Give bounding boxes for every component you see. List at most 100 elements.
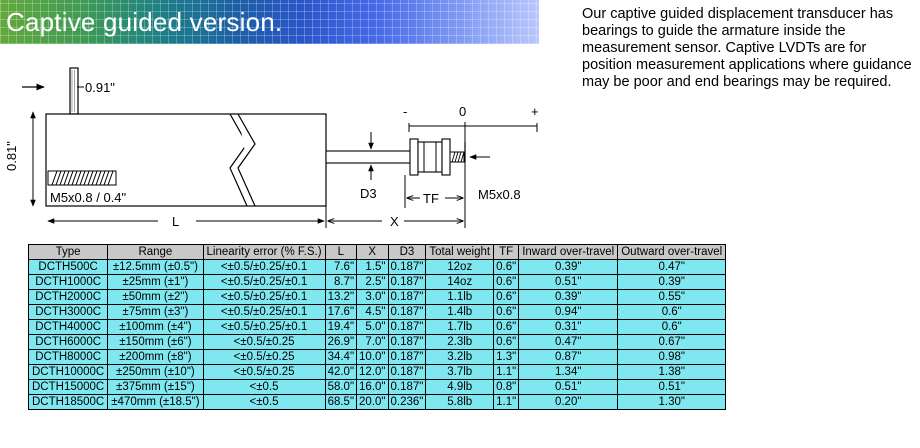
spec-table: Type Range Linearity error (% F.S.) L X … [27,244,727,410]
cell-linearity: <±0.5/±0.25 [202,349,326,365]
cell-linearity: <±0.5/±0.25/±0.1 [202,274,326,290]
cell-tf: 0.8" [493,379,520,395]
cell-l: 34.4" [324,349,358,365]
top-stub [69,67,79,115]
cell-range: ±150mm (±6") [107,334,204,350]
header-tf: TF [493,244,520,260]
cell-l: 58.0" [324,379,358,395]
cell-inward: 0.31" [518,319,619,335]
cell-weight: 3.7lb [425,364,495,380]
cell-l: 42.0" [324,364,358,380]
cell-d3: 0.187" [387,289,427,305]
description-text: Our captive guided displacement transduc… [582,6,912,90]
header-l: L [324,244,358,260]
cell-tf: 0.6" [493,319,520,335]
cell-l: 17.6" [324,304,358,320]
cell-weight: 14oz [425,274,495,290]
cell-outward: 0.98" [617,349,727,365]
cell-outward: 0.55" [617,289,727,305]
cell-l: 68.5" [324,394,358,410]
bearing-flange [409,138,419,176]
cell-tf: 0.6" [493,259,520,275]
d3-label: D3 [360,186,377,201]
cell-l: 13.2" [324,289,358,305]
table-row: DCTH3000C ±75mm (±3") <±0.5/±0.25/±0.1 1… [27,304,727,320]
cell-weight: 5.8lb [425,394,495,410]
cell-d3: 0.187" [387,349,427,365]
cell-type: DCTH500C [27,259,109,275]
cell-weight: 1.1lb [425,289,495,305]
cell-linearity: <±0.5/±0.25/±0.1 [202,319,326,335]
cell-inward: 0.94" [518,304,619,320]
title-banner: Captive guided version. [0,0,539,44]
sensor-drawing: 0.91" 0.81" M5x0.8 / 0.4" D3 M5x0.8 - 0 … [4,67,539,229]
table-header-row: Type Range Linearity error (% F.S.) L X … [27,244,727,260]
cell-type: DCTH1000C [27,274,109,290]
dim-height-label: 0.81" [4,141,19,171]
table-row: DCTH1000C ±25mm (±1") <±0.5/±0.25/±0.1 8… [27,274,727,290]
cell-inward: 0.39" [518,289,619,305]
rod-tip [449,151,465,163]
cell-linearity: <±0.5 [202,394,326,410]
l-label: L [172,214,179,229]
table-row: DCTH500C ±12.5mm (±0.5") <±0.5/±0.25/±0.… [27,259,727,275]
cell-outward: 1.38" [617,364,727,380]
cell-range: ±50mm (±2") [107,289,204,305]
cell-tf: 1.3" [493,349,520,365]
cell-inward: 0.51" [518,379,619,395]
cell-type: DCTH3000C [27,304,109,320]
cell-tf: 1.1" [493,394,520,410]
table-row: DCTH6000C ±150mm (±6") <±0.5/±0.25 26.9"… [27,334,727,350]
cell-type: DCTH8000C [27,349,109,365]
cell-weight: 3.2lb [425,349,495,365]
cell-d3: 0.187" [387,259,427,275]
cell-inward: 0.87" [518,349,619,365]
table-row: DCTH15000C ±375mm (±15") <±0.5 58.0" 16.… [27,379,727,395]
cell-linearity: <±0.5 [202,379,326,395]
cell-l: 26.9" [324,334,358,350]
cell-weight: 2.3lb [425,334,495,350]
zero-label: 0 [459,104,466,119]
cell-outward: 0.39" [617,274,727,290]
cell-d3: 0.187" [387,364,427,380]
cell-range: ±470mm (±18.5") [107,394,204,410]
header-x: X [356,244,389,260]
cell-inward: 0.39" [518,259,619,275]
cell-tf: 1.1" [493,364,520,380]
cell-d3: 0.187" [387,379,427,395]
bearing-nut [417,141,443,173]
cell-weight: 1.4lb [425,304,495,320]
cell-l: 7.6" [324,259,358,275]
sensor-body [45,113,327,207]
header-inward: Inward over-travel [518,244,619,260]
cell-linearity: <±0.5/±0.25/±0.1 [202,259,326,275]
table-row: DCTH8000C ±200mm (±8") <±0.5/±0.25 34.4"… [27,349,727,365]
cell-l: 19.4" [324,319,358,335]
cell-weight: 12oz [425,259,495,275]
cell-x: 5.0" [356,319,389,335]
table-row: DCTH10000C ±250mm (±10") <±0.5/±0.25 42.… [27,364,727,380]
cell-tf: 0.6" [493,289,520,305]
cell-type: DCTH4000C [27,319,109,335]
cell-x: 12.0" [356,364,389,380]
cell-range: ±25mm (±1") [107,274,204,290]
cell-tf: 0.6" [493,274,520,290]
armature-rod [325,150,423,164]
cell-x: 1.5" [356,259,389,275]
cell-x: 4.5" [356,304,389,320]
cell-type: DCTH6000C [27,334,109,350]
cell-x: 10.0" [356,349,389,365]
bearing-washer [441,138,451,176]
cell-range: ±200mm (±8") [107,349,204,365]
cell-outward: 0.51" [617,379,727,395]
table-row: DCTH2000C ±50mm (±2") <±0.5/±0.25/±0.1 1… [27,289,727,305]
header-linearity: Linearity error (% F.S.) [202,244,326,260]
plus-label: + [531,104,539,119]
right-thread-label: M5x0.8 [478,187,521,202]
cell-tf: 0.6" [493,334,520,350]
cell-range: ±75mm (±3") [107,304,204,320]
cell-d3: 0.187" [387,304,427,320]
minus-label: - [403,104,407,119]
cell-inward: 0.47" [518,334,619,350]
cell-tf: 0.6" [493,304,520,320]
